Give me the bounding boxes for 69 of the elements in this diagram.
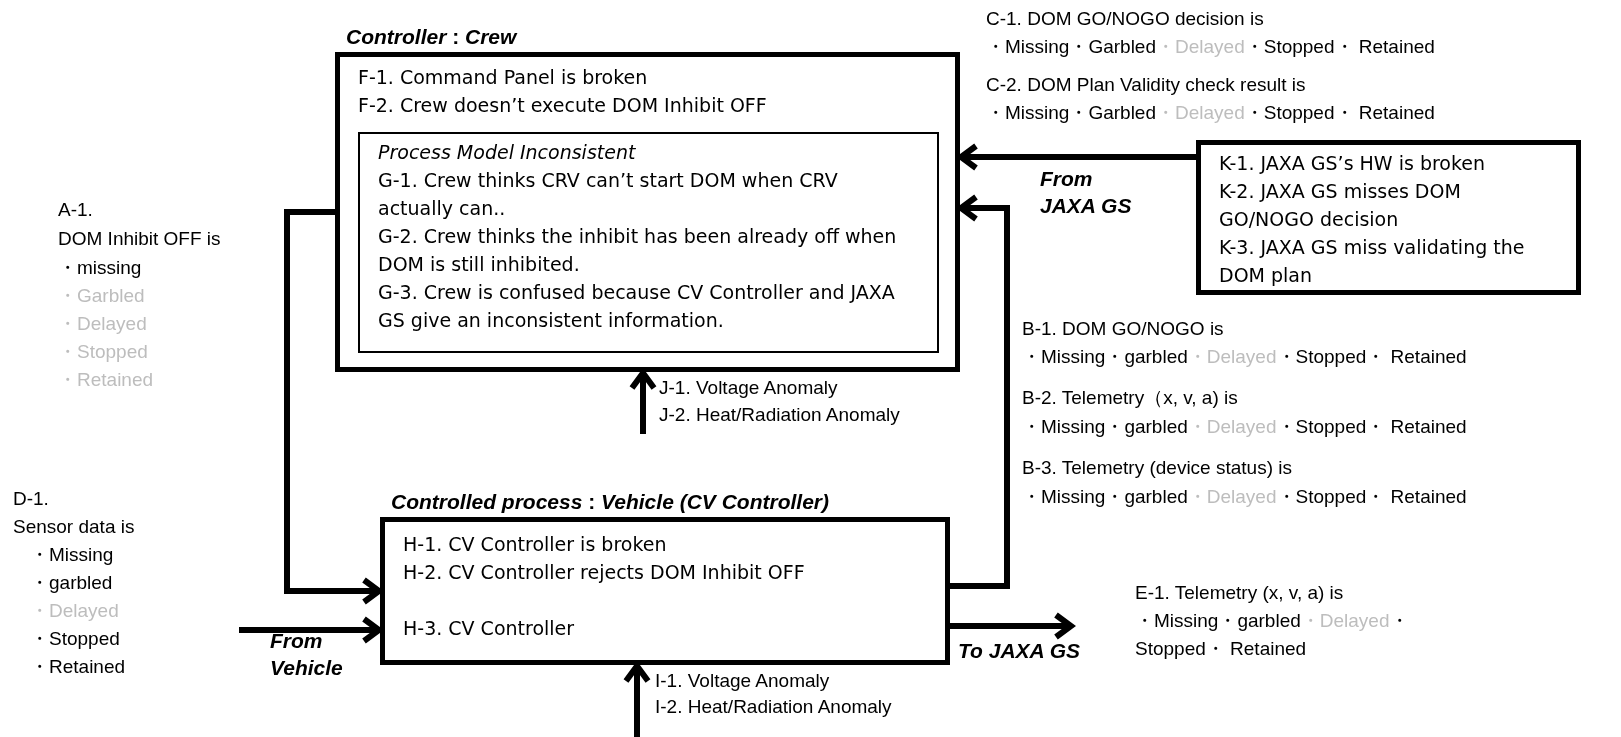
box-text: G-1. Crew thinks CRV can’t start DOM when CRV actually can.. bbox=[378, 168, 839, 221]
failure-mode: ・Garbled bbox=[58, 284, 145, 308]
note-text: B-1. DOM GO/NOGO is bbox=[1022, 317, 1224, 341]
process-model-box bbox=[358, 132, 939, 353]
arrow bbox=[284, 209, 382, 605]
arrow bbox=[629, 370, 657, 434]
arrow bbox=[950, 612, 1074, 640]
failure-box bbox=[1196, 140, 1581, 295]
note-text: E-1. Telemetry (x, v, a) is bbox=[1135, 581, 1344, 605]
failure-mode: ・garbled bbox=[30, 571, 113, 595]
failure-mode: ・Stopped・ Retained bbox=[1244, 101, 1435, 125]
note-text: J-1. Voltage Anomaly bbox=[659, 376, 838, 400]
box-text: H-1. CV Controller is broken bbox=[403, 532, 668, 557]
arrow bbox=[623, 663, 651, 737]
failure-mode: ・Delayed bbox=[58, 312, 147, 336]
box-text: K-2. JAXA GS misses DOM GO/NOGO decision bbox=[1219, 179, 1462, 232]
failure-mode: ・Missing・garbled bbox=[1022, 345, 1188, 369]
box-text: H-3. CV Controller bbox=[403, 616, 576, 641]
edge-label: From JAXA GS bbox=[1040, 166, 1133, 219]
failure-mode: ・Missing・Garbled bbox=[986, 35, 1156, 59]
arrow bbox=[950, 194, 1010, 589]
failure-mode: ・Stopped・ Retained bbox=[1276, 345, 1467, 369]
note-text: C-2. DOM Plan Validity check result is bbox=[986, 73, 1306, 97]
failure-mode: ・Delayed bbox=[1187, 345, 1277, 369]
failure-mode: ・Stopped・ Retained bbox=[1244, 35, 1435, 59]
failure-mode: ・ bbox=[1389, 609, 1409, 633]
failure-mode: ・Stopped bbox=[30, 627, 120, 651]
model-heading: Process Model Inconsistent bbox=[378, 140, 637, 165]
note-text: Sensor data is bbox=[13, 515, 135, 539]
note-text: C-1. DOM GO/NOGO decision is bbox=[986, 7, 1264, 31]
failure-mode: ・Missing・Garbled bbox=[986, 101, 1156, 125]
failure-mode: ・Missing・garbled bbox=[1135, 609, 1301, 633]
failure-mode: ・Missing bbox=[30, 543, 114, 567]
failure-mode: ・Delayed bbox=[1187, 485, 1277, 509]
box-text: F-1. Command Panel is broken bbox=[358, 65, 649, 90]
arrow bbox=[239, 616, 382, 644]
box-text: G-3. Crew is confused because CV Controller and JAXA GS give an inconsistent information. bbox=[378, 280, 896, 333]
note-text: A-1. bbox=[58, 198, 93, 222]
failure-mode: ・Delayed bbox=[1300, 609, 1390, 633]
box-text: H-2. CV Controller rejects DOM Inhibit OFF bbox=[403, 560, 806, 585]
failure-mode: ・Missing・garbled bbox=[1022, 415, 1188, 439]
failure-mode: ・Stopped bbox=[58, 340, 148, 364]
box-text: F-2. Crew doesn’t execute DOM Inhibit OFF bbox=[358, 93, 768, 118]
note-text: I-1. Voltage Anomaly bbox=[655, 669, 830, 693]
failure-mode: ・Missing・garbled bbox=[1022, 485, 1188, 509]
note-text: Stopped・ Retained bbox=[1135, 637, 1307, 661]
failure-mode: ・Retained bbox=[58, 368, 154, 392]
failure-mode: ・Retained bbox=[30, 655, 126, 679]
failure-mode: ・Delayed bbox=[1156, 35, 1245, 59]
failure-mode: ・Stopped・ Retained bbox=[1276, 415, 1467, 439]
failure-mode: ・Delayed bbox=[1156, 101, 1245, 125]
failure-mode: ・Delayed bbox=[30, 599, 119, 623]
box-text: K-3. JAXA GS miss validating the DOM plan bbox=[1219, 235, 1526, 288]
failure-mode: ・Stopped・ Retained bbox=[1276, 485, 1467, 509]
note-text: J-2. Heat/Radiation Anomaly bbox=[659, 403, 900, 427]
box-title: Controlled process : Vehicle (CV Controller) bbox=[391, 489, 829, 515]
note-text: DOM Inhibit OFF is bbox=[58, 227, 221, 251]
note-text: D-1. bbox=[13, 487, 49, 511]
arrow bbox=[958, 143, 1196, 171]
edge-label: From Vehicle bbox=[270, 628, 344, 681]
failure-mode: ・missing bbox=[58, 256, 142, 280]
failure-mode: ・Delayed bbox=[1187, 415, 1277, 439]
note-text: I-2. Heat/Radiation Anomaly bbox=[655, 695, 892, 719]
box-text: G-2. Crew thinks the inhibit has been already off when DOM is still inhibited. bbox=[378, 224, 897, 277]
edge-label: To JAXA GS bbox=[958, 638, 1082, 664]
box-text: K-1. JAXA GS’s HW is broken bbox=[1219, 151, 1487, 176]
note-text: B-2. Telemetry（x, v, a) is bbox=[1022, 386, 1238, 410]
box-title: Controller : Crew bbox=[346, 24, 517, 50]
note-text: B-3. Telemetry (device status) is bbox=[1022, 456, 1292, 480]
